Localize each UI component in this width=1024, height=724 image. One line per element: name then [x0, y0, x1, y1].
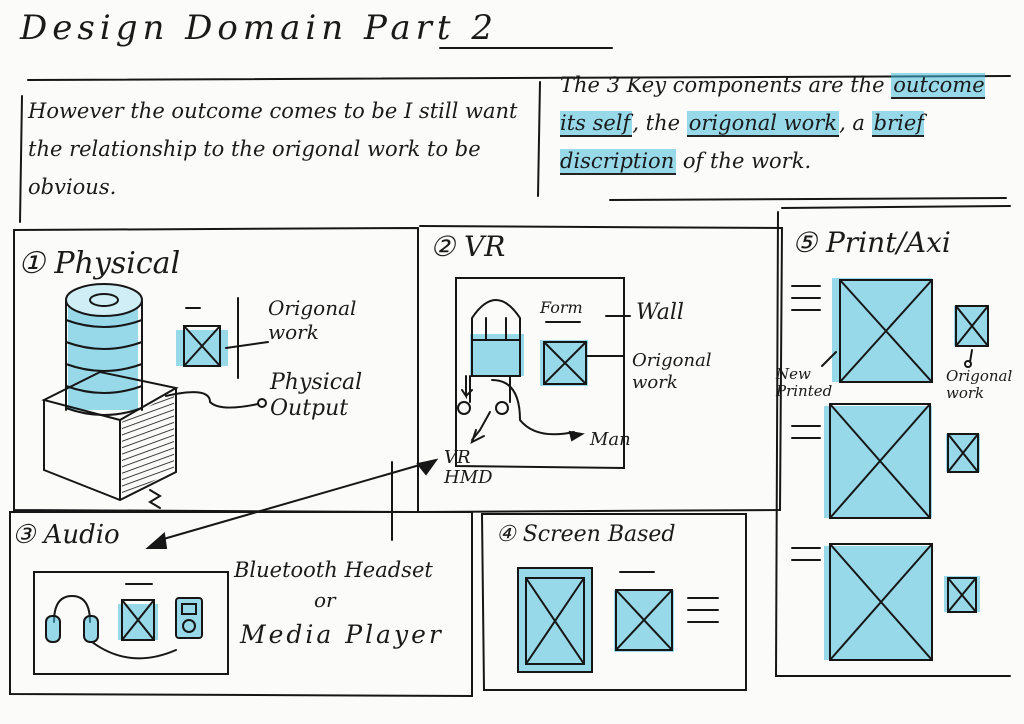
vr-form-label: Form [540, 298, 583, 317]
screen-frame [480, 513, 747, 691]
key-components-text: The 3 Key components are the outcome its… [560, 66, 1000, 180]
print-heading: ⑤ Print/Axi [792, 226, 951, 259]
vr-heading: ② VR [430, 230, 506, 263]
intro-left-rule [19, 95, 23, 223]
print-new-label: New Printed [776, 365, 833, 400]
key-component-original: origonal work [686, 111, 840, 137]
print-frame [774, 205, 1011, 677]
screen-heading: ④ Screen Based [496, 522, 676, 547]
audio-heading: ③ Audio [12, 520, 120, 550]
key-components-sep1: , the [632, 111, 681, 135]
header-rule [27, 75, 1011, 81]
physical-heading: ① Physical [18, 246, 181, 281]
print-original-label: Origonal work [946, 367, 1013, 402]
key-components-sep2: , a [839, 111, 865, 135]
vr-original-label: Origonal work [632, 350, 712, 393]
vr-room [455, 277, 625, 470]
physical-output-label: Physical Output [270, 370, 363, 421]
audio-device2-label: Media Player [240, 620, 444, 649]
vr-man-label: Man [590, 429, 631, 450]
header-divider [537, 81, 541, 197]
page-title: Design Domain Part 2 [20, 8, 498, 48]
keys-bottom-rule [609, 197, 1007, 201]
key-components-tail: of the work. [682, 149, 812, 173]
vr-frame [417, 225, 784, 513]
vr-wall-label: Wall [636, 300, 684, 325]
intro-text: However the outcome comes to be I still … [28, 99, 518, 199]
audio-device1-label: Bluetooth Headset [234, 558, 433, 582]
physical-original-label: Origonal work [268, 296, 357, 344]
audio-frame [9, 511, 473, 698]
audio-or-label: or [314, 588, 336, 612]
key-components-lead: The 3 Key components are the [560, 73, 885, 97]
vr-hmd-label: VR HMD [444, 447, 493, 488]
